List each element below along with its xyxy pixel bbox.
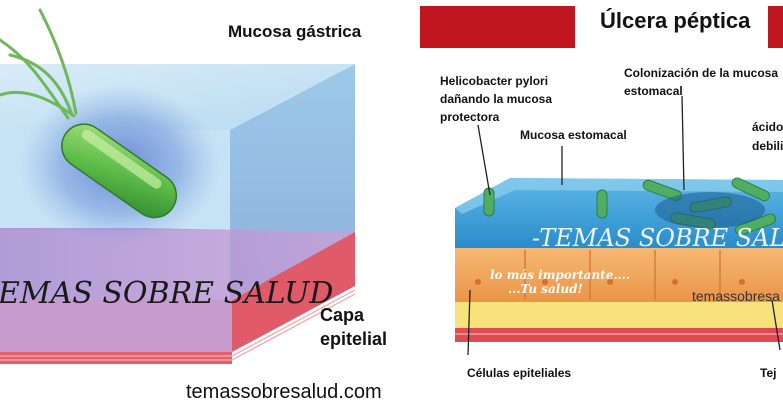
label-acido-line1: ácido bbox=[752, 120, 783, 134]
epithelial-cells-block bbox=[455, 248, 783, 302]
tissue-layer bbox=[455, 328, 783, 342]
pointer-lines bbox=[467, 95, 781, 356]
label-helicobacter-line1: Helicobacter pylori bbox=[440, 74, 549, 88]
flagella bbox=[0, 8, 78, 120]
epithelial-cell-divisions bbox=[524, 250, 721, 300]
watermark-right-site: temassobresa bbox=[692, 288, 780, 304]
watermark-left-bottom: rtante... bbox=[0, 370, 73, 389]
label-helicobacter-line3: protectora bbox=[440, 110, 500, 124]
watermark-left: EMAS SOBRE SALUD bbox=[0, 276, 334, 311]
tissue-side bbox=[232, 232, 355, 352]
label-acido-line2: debili bbox=[752, 139, 783, 153]
epithelial-nuclei bbox=[475, 279, 745, 285]
label-colonizacion-line2: estomacal bbox=[624, 84, 683, 98]
ulcer-damage bbox=[655, 192, 765, 228]
label-mucosa-estomacal: Mucosa estomacal bbox=[520, 128, 627, 142]
epithelial-layer bbox=[0, 228, 355, 300]
label-helicobacter: Helicobacter pylori dañando la mucosa pr… bbox=[440, 72, 552, 126]
label-colonizacion-line1: Colonización de la mucosa bbox=[624, 66, 779, 80]
label-celulas-epiteliales: Células epiteliales bbox=[467, 366, 572, 380]
helicobacter-bacterium bbox=[61, 123, 178, 219]
epithelial-front bbox=[0, 300, 232, 352]
watermark-right: -TEMAS SOBRE SALU bbox=[532, 224, 783, 252]
website-left: temassobresalud.com bbox=[186, 381, 382, 403]
left-title: Mucosa gástrica bbox=[228, 22, 362, 41]
label-colonizacion: Colonización de la mucosa estomacal bbox=[624, 64, 778, 100]
label-tejido: Tej bbox=[760, 366, 777, 380]
header-red-bar-left bbox=[420, 6, 575, 48]
watermark-tu-salud: ...Tu salud! bbox=[508, 282, 583, 296]
right-title: Úlcera péptica bbox=[600, 8, 751, 33]
submucosa-layer bbox=[455, 302, 783, 328]
label-acido: ácido debili bbox=[752, 118, 783, 156]
tissue-front bbox=[0, 352, 232, 364]
header-red-bar-right bbox=[768, 6, 783, 48]
watermark-lo-mas: lo más importante.... bbox=[490, 268, 631, 282]
label-helicobacter-line2: dañando la mucosa bbox=[440, 92, 553, 106]
label-capa-epitelial: Capa epitelial bbox=[320, 305, 388, 349]
